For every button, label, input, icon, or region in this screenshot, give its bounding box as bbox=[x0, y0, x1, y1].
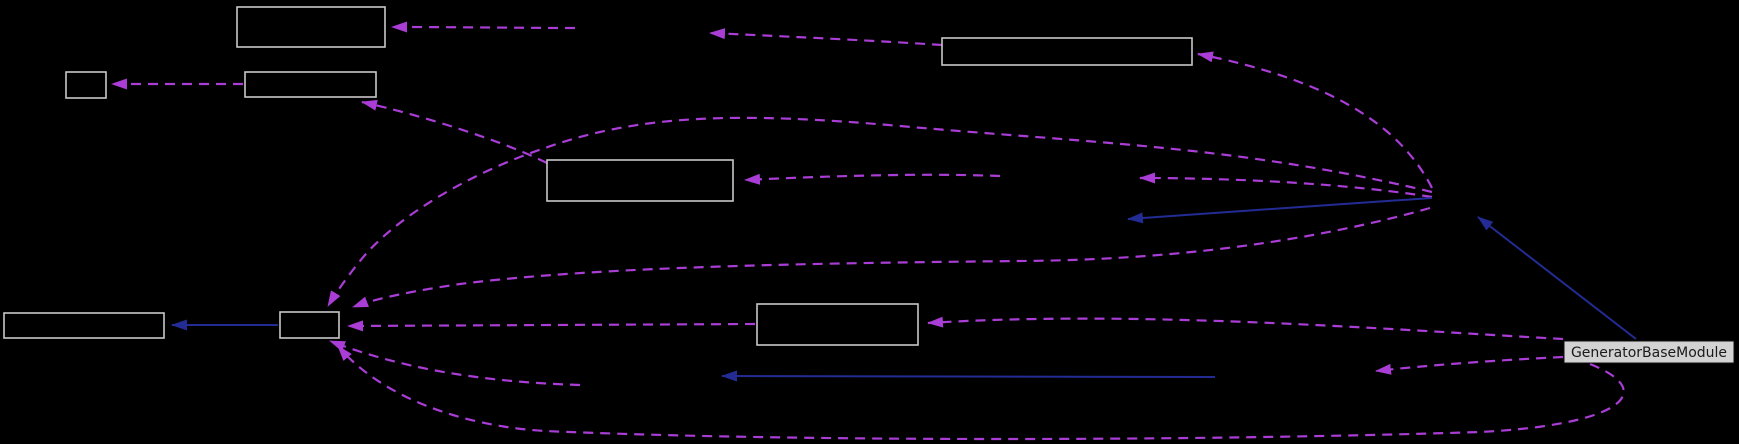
edge-generator-to-hidden-right bbox=[1375, 355, 1564, 375]
node-generator-base-module[interactable]: GeneratorBaseModule bbox=[1563, 340, 1735, 364]
node-box-small-left[interactable] bbox=[65, 71, 107, 99]
inheritance-edges bbox=[171, 197, 1637, 382]
edge-node-f-to-node-h bbox=[347, 320, 756, 332]
node-box-f[interactable] bbox=[756, 303, 919, 346]
edge-generator-to-hub bbox=[1477, 216, 1637, 340]
node-box-center[interactable] bbox=[546, 159, 734, 202]
edge-hub-to-hidden-middle bbox=[1139, 172, 1433, 199]
edge-into-node-e bbox=[744, 173, 1001, 185]
edge-hub-arc-to-node-h-top bbox=[327, 116, 1433, 307]
graph-nodes bbox=[3, 6, 1193, 346]
node-box-wide-top[interactable] bbox=[941, 37, 1193, 66]
edge-generator-to-node-f bbox=[927, 316, 1564, 341]
generator-node-label: GeneratorBaseModule bbox=[1571, 345, 1727, 361]
node-box-c[interactable] bbox=[244, 71, 377, 98]
edge-node-e-to-node-c bbox=[361, 99, 548, 164]
generator-node-box[interactable] bbox=[1563, 340, 1735, 364]
edge-hub-lower-to-node-h bbox=[352, 206, 1431, 309]
usage-edges bbox=[111, 21, 1625, 441]
edge-into-node-top-left bbox=[391, 21, 576, 33]
edge-hidden-bottom-to-node-h bbox=[329, 339, 581, 387]
edge-hub-to-hidden-blue-left bbox=[1127, 197, 1433, 224]
edge-node-wide-to-hidden-left bbox=[709, 28, 943, 47]
node-box-h[interactable] bbox=[279, 311, 340, 339]
node-box-bottom-left[interactable] bbox=[3, 312, 165, 339]
edge-hidden-bottom-blue bbox=[721, 370, 1216, 382]
edge-hub-to-node-wide bbox=[1197, 51, 1433, 189]
edge-generator-bottom-swoop-to-node-h bbox=[337, 345, 1625, 441]
node-box-top-left[interactable] bbox=[236, 6, 386, 48]
